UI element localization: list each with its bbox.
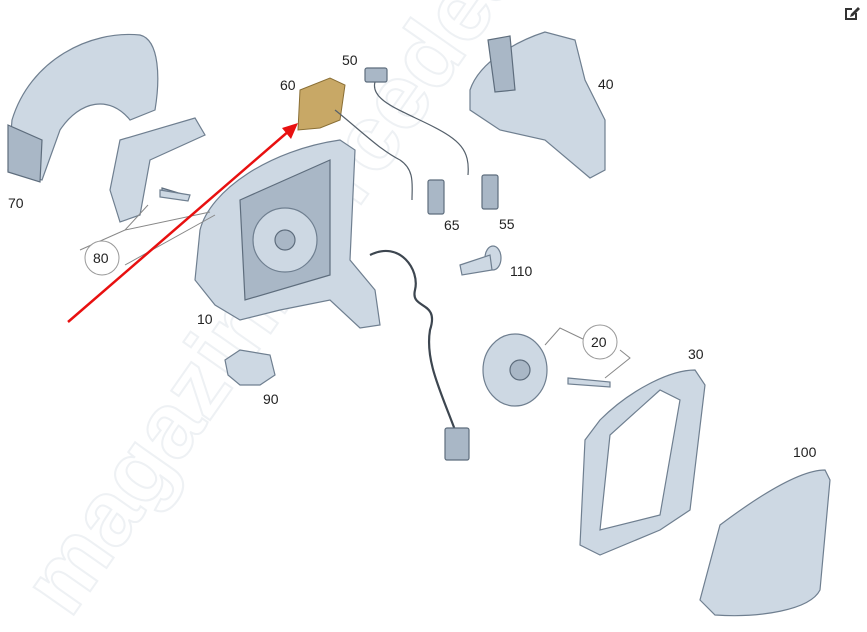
highlight-arrow <box>67 123 298 323</box>
part-110-screw[interactable] <box>459 245 502 276</box>
part-70-mirror-cap[interactable] <box>7 33 159 183</box>
part-60-bracket[interactable] <box>297 77 413 201</box>
part-50-connector[interactable] <box>364 67 469 176</box>
leader-20 <box>544 327 631 379</box>
edit-icon[interactable] <box>843 4 861 22</box>
part-65-connector[interactable] <box>427 179 445 215</box>
label-100[interactable]: 100 <box>793 444 817 460</box>
label-80[interactable]: 80 <box>93 250 109 266</box>
part-40-mirror-base[interactable] <box>469 31 606 179</box>
part-turn-signal[interactable] <box>109 117 206 223</box>
part-10-mirror-housing[interactable] <box>194 139 381 329</box>
harness-connector[interactable] <box>444 427 470 461</box>
wiring-harness <box>369 249 457 431</box>
label-110[interactable]: 110 <box>510 263 533 279</box>
label-65[interactable]: 65 <box>444 217 460 233</box>
part-20-adjust-motor[interactable] <box>482 333 611 407</box>
label-40[interactable]: 40 <box>598 76 614 92</box>
label-90[interactable]: 90 <box>263 391 279 407</box>
part-100-mirror-glass[interactable] <box>699 469 831 617</box>
label-20[interactable]: 20 <box>591 334 607 350</box>
callout-80[interactable] <box>84 240 120 276</box>
label-30[interactable]: 30 <box>688 346 704 362</box>
part-55-connector[interactable] <box>481 174 499 210</box>
callout-20[interactable] <box>582 324 618 360</box>
label-70[interactable]: 70 <box>8 195 24 211</box>
label-50[interactable]: 50 <box>342 52 358 68</box>
label-55[interactable]: 55 <box>499 216 515 232</box>
label-60[interactable]: 60 <box>280 77 296 93</box>
part-screw[interactable] <box>159 189 191 202</box>
part-90-clip[interactable] <box>224 349 276 386</box>
part-30-mirror-frame[interactable] <box>579 369 706 556</box>
label-10[interactable]: 10 <box>197 311 213 327</box>
